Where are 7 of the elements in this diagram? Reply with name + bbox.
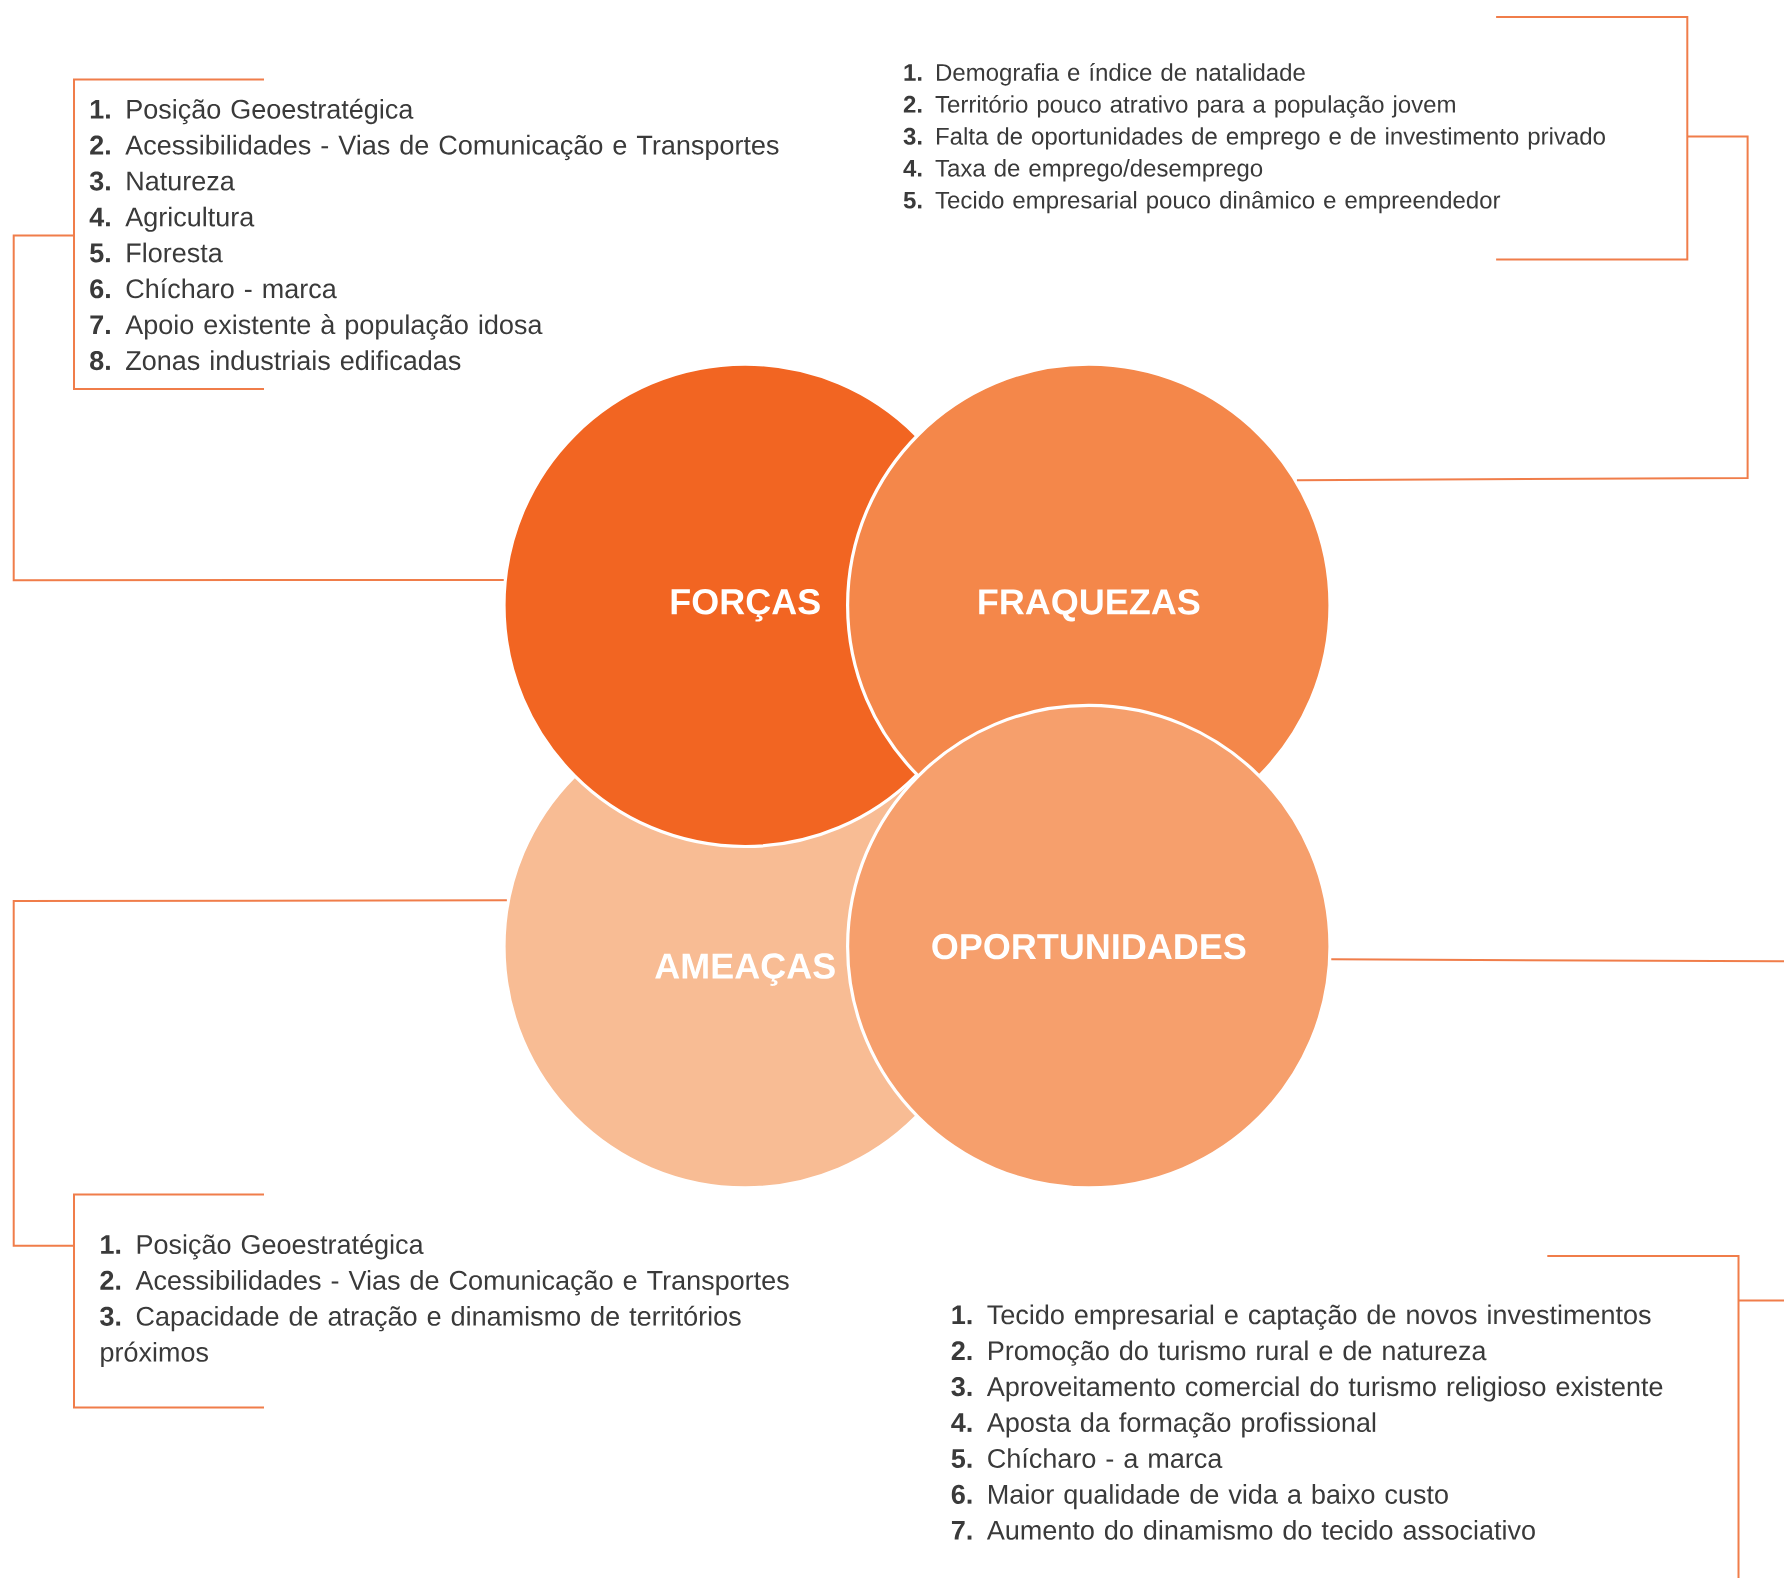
bracketed-list: 1. Tecido empresarial e captação de novos investimentos 2. Promoção do turismo rural e de natureza 3. Aproveitamento comercial do turismo religioso existente 4. Aposta da formação profissional 5. Chícharo - a marca 6. Maior qualidade de vida a baixo custo 7. Aumento do dinamismo do tecido associativo — [951, 1255, 1740, 1578]
connector-line — [12, 234, 505, 582]
bracketed-list: 1. Demografia e índice de natalidade 2. Território pouco atrativo para a população jovem 3. Falta de oportunidades de emprego e de investimento privado 4. Taxa de emprego/desemprego 5. Tecido empresarial pouco dinâmico e empreendedor — [903, 16, 1689, 261]
connector-line — [1295, 135, 1749, 482]
connector-line — [1330, 958, 1784, 1302]
bracketed-list: 1. Posição Geoestratégica 2. Acessibilidades - Vias de Comunicação e Transportes 3. Capacidade de atração e dinamismo de territórios próximos — [73, 1193, 789, 1409]
connector-line — [12, 899, 508, 1247]
